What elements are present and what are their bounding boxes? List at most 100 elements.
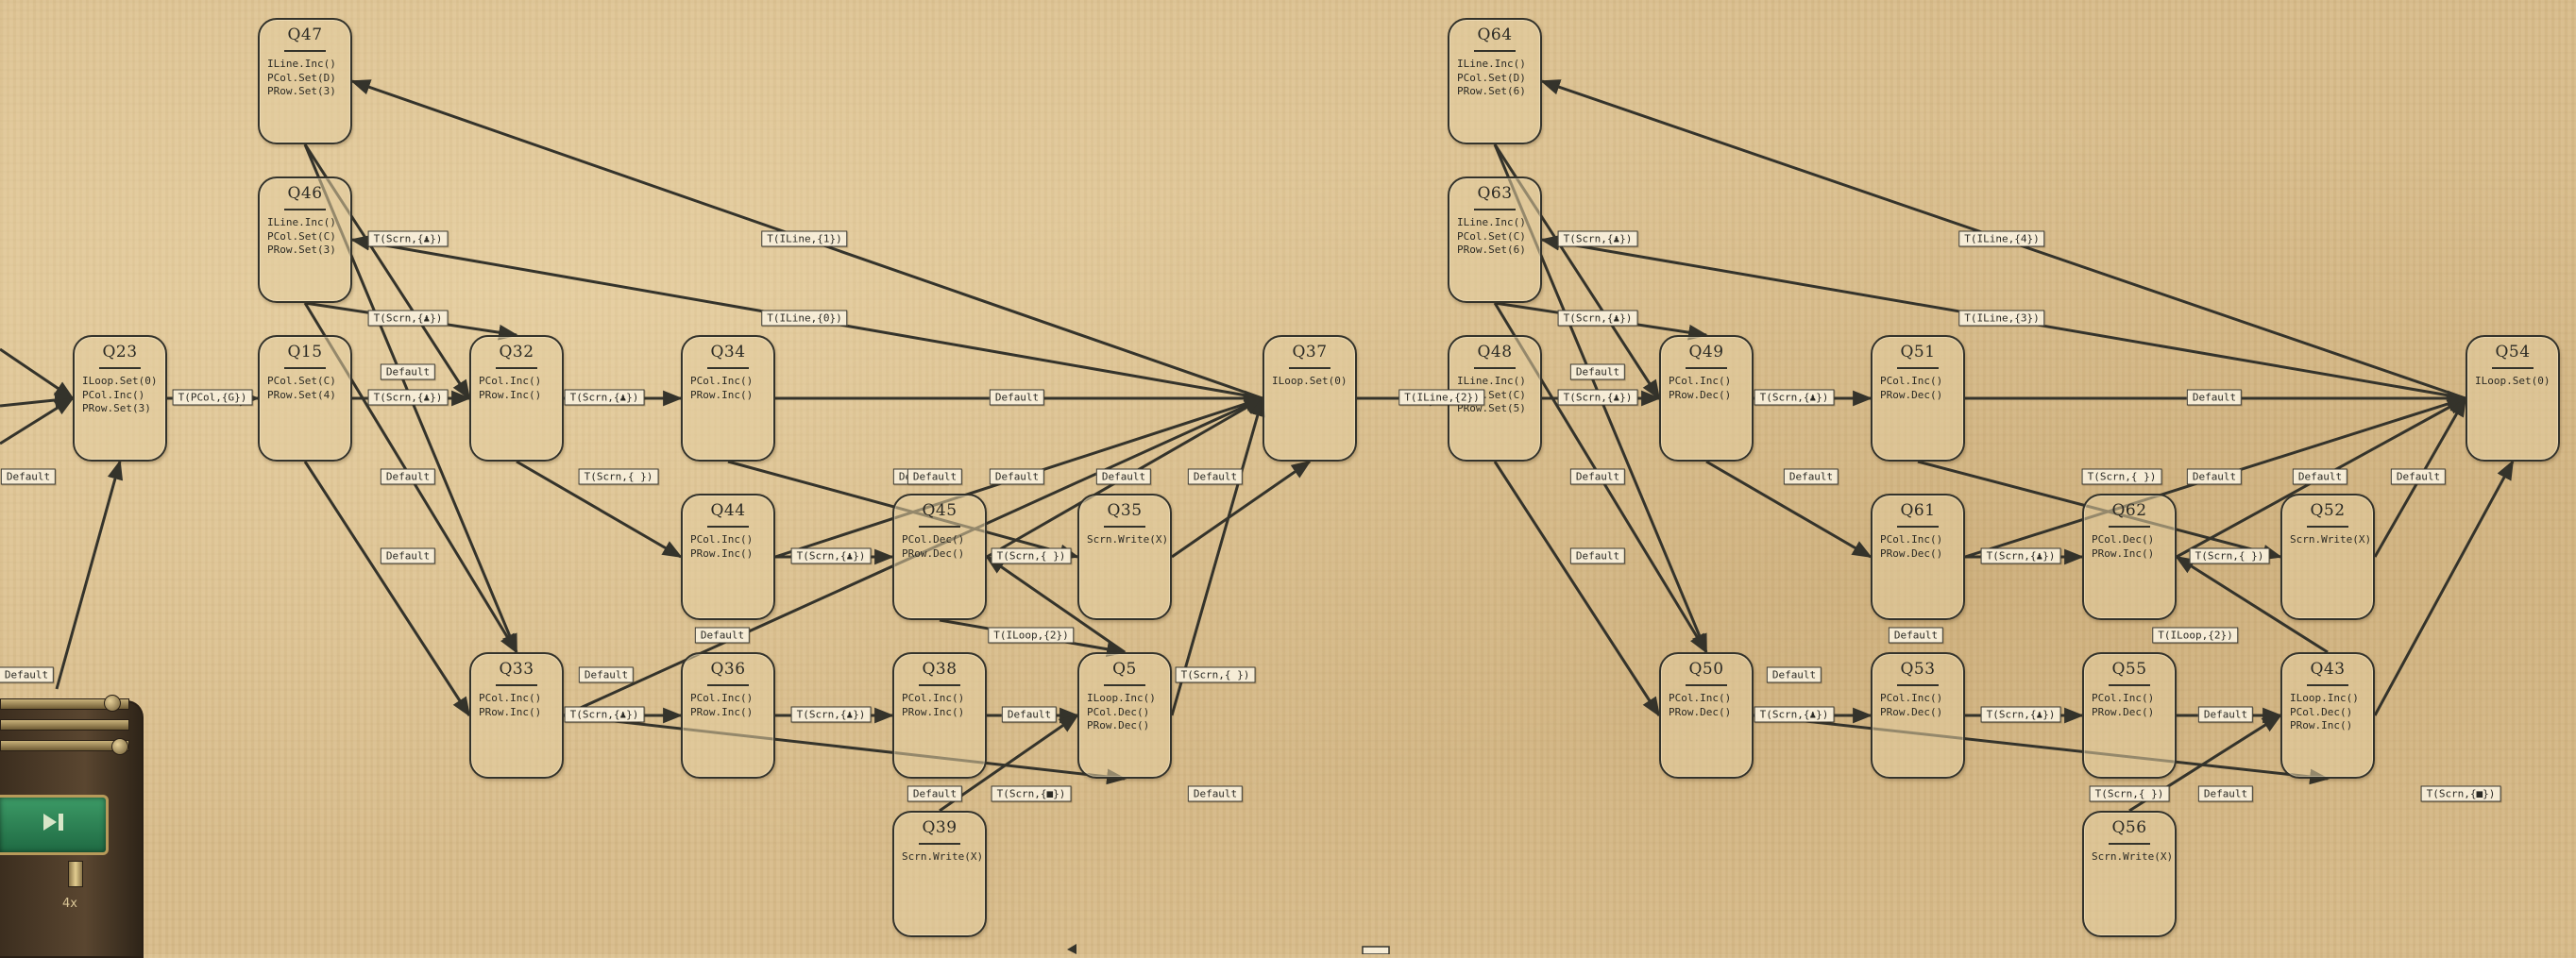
transition-label: T(Scrn,{♟}) bbox=[1754, 706, 1835, 723]
operation-line: PRow.Inc() bbox=[902, 705, 965, 718]
state-divider bbox=[496, 684, 537, 686]
state-operations: PCol.Inc()PRow.Dec() bbox=[1880, 692, 1959, 719]
state-operations: PCol.Inc()PRow.Inc() bbox=[479, 375, 558, 402]
execution-control-panel: 4x bbox=[0, 691, 151, 958]
state-divider bbox=[2109, 684, 2150, 686]
operation-line: PRow.Dec() bbox=[1880, 388, 1943, 401]
transition-label: T(Scrn,{♟}) bbox=[1557, 230, 1638, 247]
transition-label: T(Scrn,{♟}) bbox=[790, 547, 872, 564]
transition-label: Default bbox=[2197, 706, 2254, 723]
state-divider bbox=[2492, 367, 2534, 369]
transition-label: T(Scrn,{ }) bbox=[2081, 468, 2162, 485]
transition-label: Default bbox=[989, 468, 1045, 485]
state-divider bbox=[919, 843, 960, 845]
transition-label: Default bbox=[380, 468, 436, 485]
panel-pipe bbox=[0, 719, 129, 731]
operation-line: Scrn.Write(X) bbox=[902, 850, 984, 863]
operation-line: PCol.Inc() bbox=[479, 692, 542, 704]
state-operations: ILoop.Set(0) bbox=[1272, 375, 1351, 389]
speed-slider-handle[interactable] bbox=[68, 861, 83, 887]
operation-line: Scrn.Write(X) bbox=[1087, 533, 1169, 546]
transition-label: T(PCol,{G}) bbox=[172, 389, 253, 406]
state-divider bbox=[1289, 367, 1330, 369]
transition-edge bbox=[0, 347, 75, 400]
transition-label: Default bbox=[2292, 468, 2348, 485]
state-name: Q48 bbox=[1477, 343, 1513, 361]
operation-line: PCol.Inc() bbox=[1669, 692, 1732, 704]
operation-line: ILoop.Set(0) bbox=[82, 375, 158, 387]
operation-line: PCol.Set(D) bbox=[1457, 71, 1526, 84]
operation-line: PCol.Inc() bbox=[690, 375, 754, 387]
state-operations: Scrn.Write(X) bbox=[1087, 533, 1169, 547]
transition-label: T(ILine,{2}) bbox=[1398, 389, 1485, 406]
operation-line: PCol.Inc() bbox=[2092, 692, 2155, 704]
operation-line: PRow.Inc() bbox=[690, 705, 754, 718]
state-name: Q52 bbox=[2310, 501, 2346, 520]
state-name: Q44 bbox=[710, 501, 746, 520]
state-divider bbox=[707, 526, 749, 528]
step-play-button[interactable] bbox=[0, 795, 109, 855]
transition-label: Default bbox=[1187, 468, 1244, 485]
state-name: Q34 bbox=[710, 343, 746, 361]
operation-line: PRow.Inc() bbox=[690, 546, 754, 560]
operation-line: PRow.Dec() bbox=[902, 546, 965, 560]
transition-label: Default bbox=[2186, 389, 2243, 406]
operation-line: PRow.Set(3) bbox=[267, 85, 336, 97]
transition-label: T(Scrn,{♟}) bbox=[1557, 310, 1638, 327]
operation-line: PCol.Inc() bbox=[1880, 692, 1943, 704]
state-name: Q35 bbox=[1107, 501, 1143, 520]
transition-label: T(Scrn,{ }) bbox=[2089, 785, 2170, 802]
transition-label: T(Scrn,{♟}) bbox=[564, 706, 645, 723]
transition-label: Default bbox=[907, 468, 963, 485]
transition-edge bbox=[2175, 555, 2329, 654]
state-divider bbox=[919, 526, 960, 528]
transition-label: Default bbox=[1569, 468, 1626, 485]
transition-edge bbox=[1171, 460, 1312, 559]
transition-label: Default bbox=[380, 363, 436, 380]
transition-label: T(ILine,{4}) bbox=[1958, 230, 2045, 247]
transition-label: T(ILine,{0}) bbox=[761, 310, 848, 327]
transition-label: T(Scrn,{♟}) bbox=[367, 389, 449, 406]
operation-line: Scrn.Write(X) bbox=[2290, 533, 2372, 546]
transition-label: T(Scrn,{♟}) bbox=[1557, 389, 1638, 406]
state-operations: PCol.Inc()PRow.Inc() bbox=[690, 533, 770, 561]
state-divider bbox=[284, 50, 326, 52]
transition-label: Default bbox=[1766, 666, 1822, 683]
state-divider bbox=[496, 367, 537, 369]
state-name: Q62 bbox=[2111, 501, 2147, 520]
state-name: Q56 bbox=[2111, 818, 2147, 837]
operation-line: PCol.Inc() bbox=[82, 388, 145, 401]
transition-label: T(ILoop,{2}) bbox=[2152, 627, 2239, 644]
transition-edge bbox=[939, 714, 1079, 813]
state-operations: PCol.Inc()PRow.Inc() bbox=[902, 692, 981, 719]
operation-line: PRow.Set(3) bbox=[267, 244, 336, 256]
